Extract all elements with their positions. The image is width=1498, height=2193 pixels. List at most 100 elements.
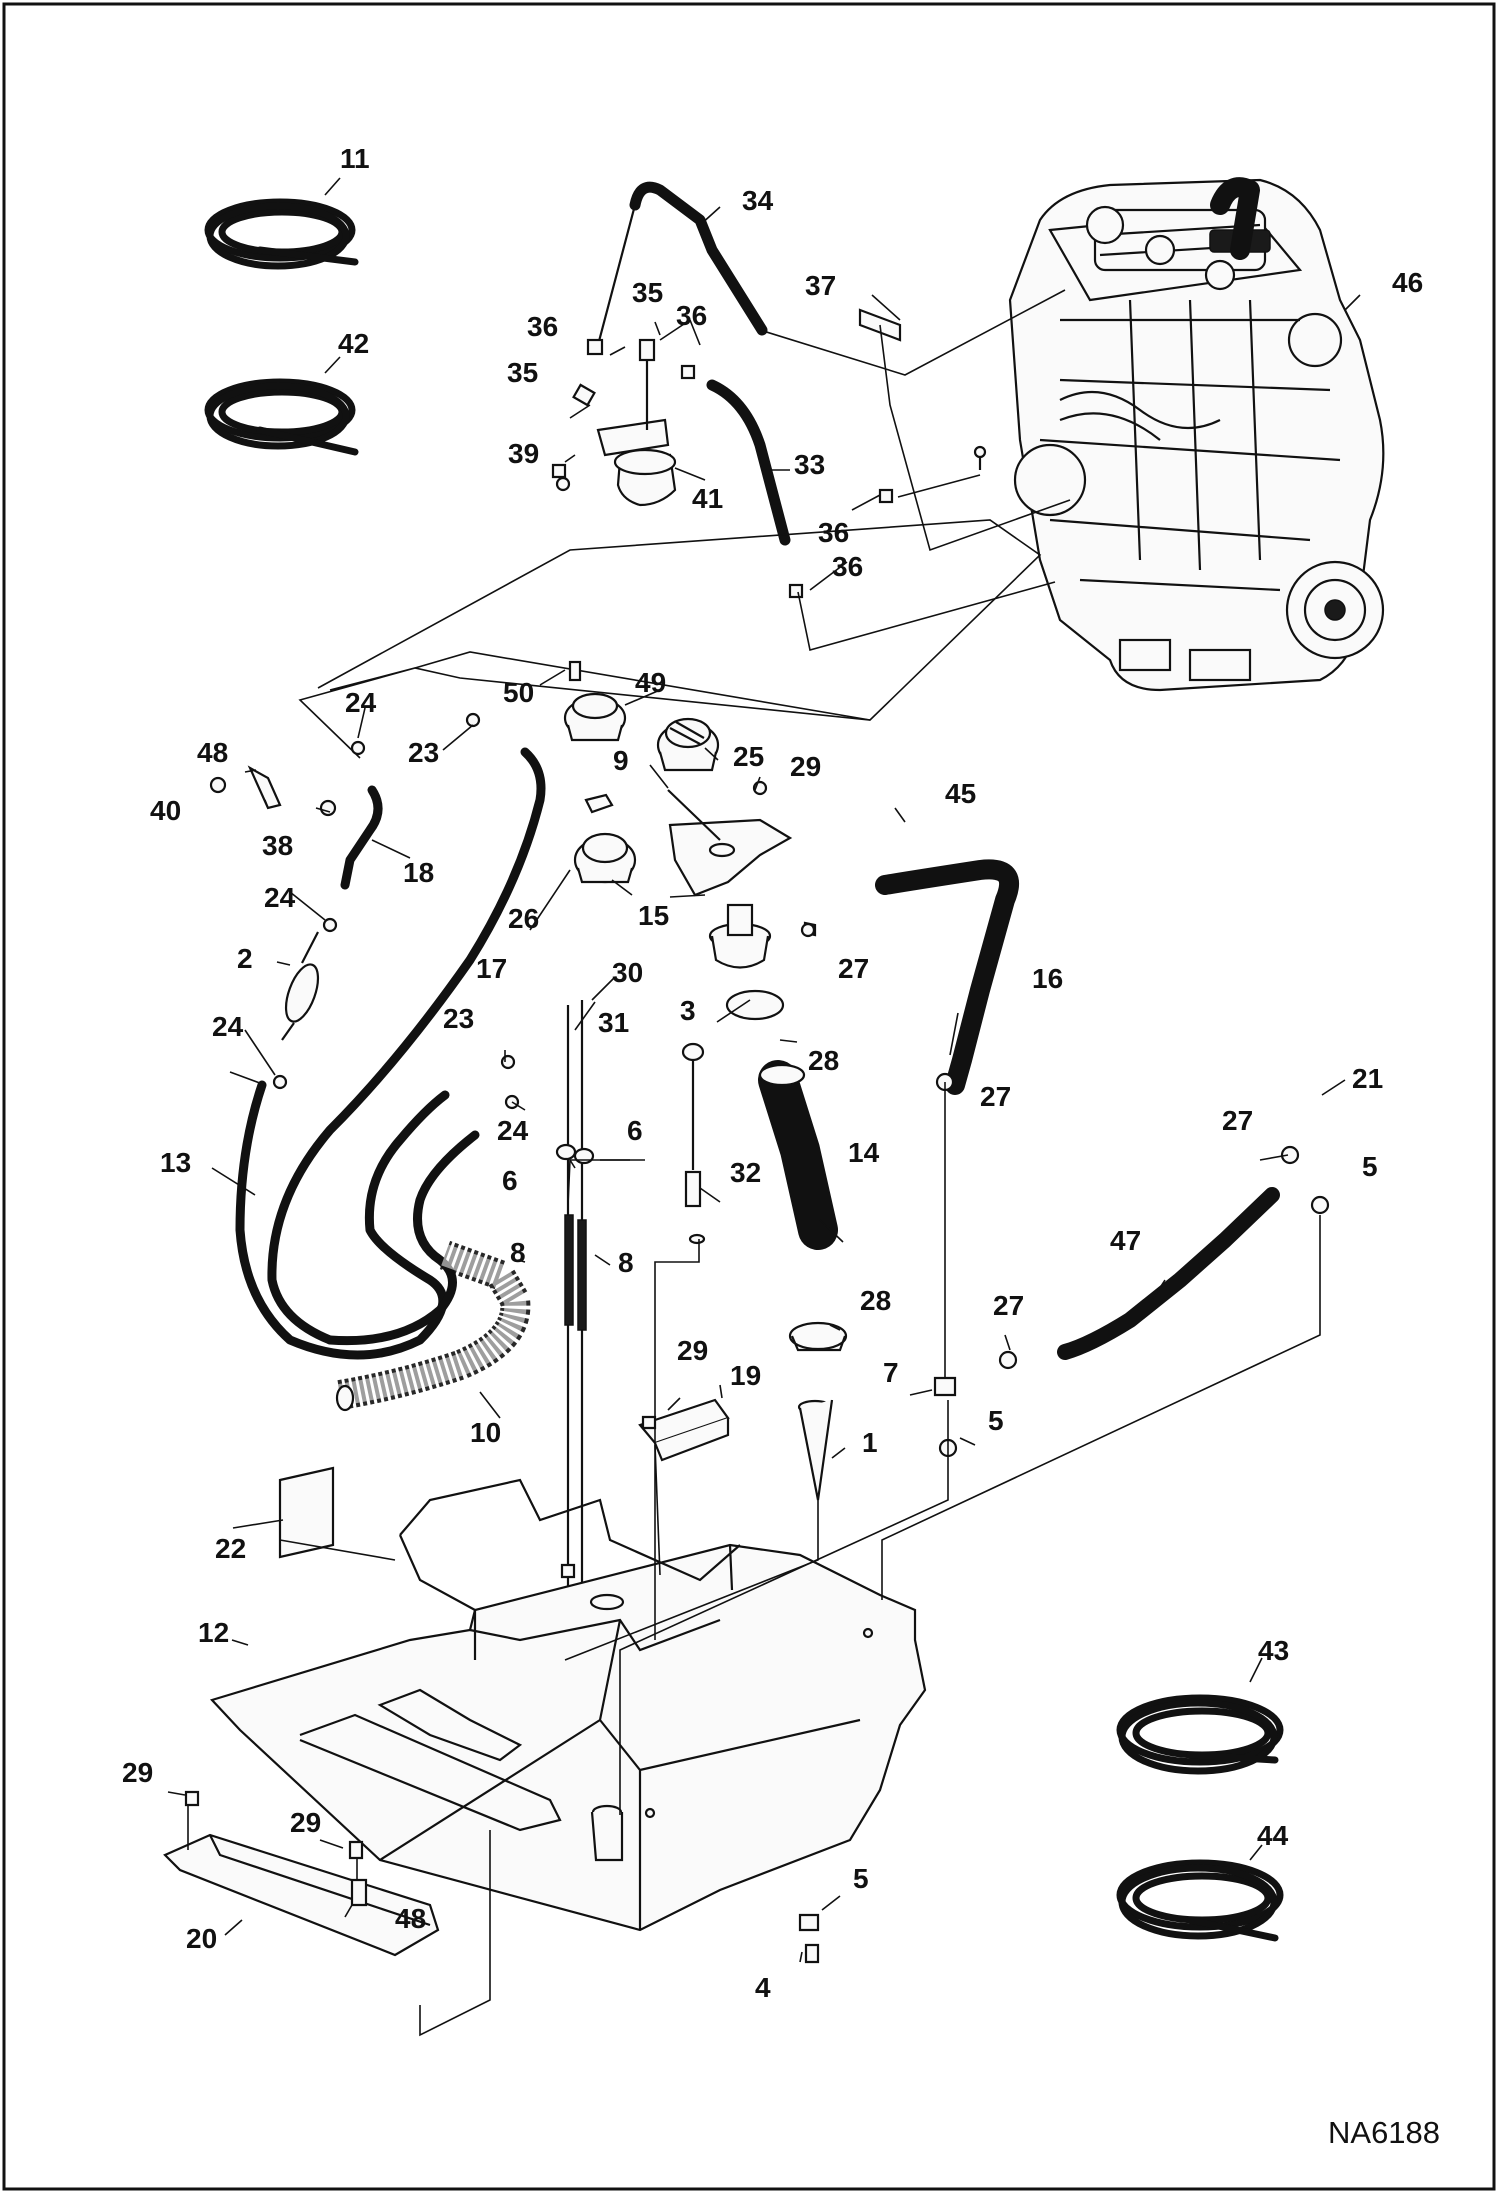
callout-12: 12: [198, 1617, 229, 1648]
callout-27: 27: [838, 953, 869, 984]
callout-24: 24: [497, 1115, 529, 1146]
key-50: [568, 660, 582, 682]
callout-8: 8: [510, 1237, 526, 1268]
callout-22: 22: [215, 1533, 246, 1564]
callout-47: 47: [1110, 1225, 1141, 1256]
callout-28: 28: [860, 1285, 891, 1316]
callout-1: 1: [862, 1427, 878, 1458]
callout-29: 29: [122, 1757, 153, 1788]
callout-44: 44: [1257, 1820, 1289, 1851]
hose-34: [596, 181, 768, 346]
callout-50: 50: [503, 677, 534, 708]
callout-30: 30: [612, 957, 643, 988]
callout-32: 32: [730, 1157, 761, 1188]
callout-4: 4: [755, 1972, 771, 2003]
callout-11: 11: [340, 143, 370, 174]
callout-35: 35: [632, 277, 663, 308]
callout-5: 5: [1362, 1151, 1378, 1182]
fuel-tank-12: [209, 1478, 927, 1932]
callout-labels: 11 42 34 35 36 36 37 46 35 39 41 33 36 3…: [122, 143, 1440, 2150]
callout-6: 6: [502, 1165, 518, 1196]
leader-lines: [167, 177, 1361, 2037]
callout-24: 24: [212, 1011, 244, 1042]
callout-7: 7: [883, 1357, 899, 1388]
callout-28: 28: [808, 1045, 839, 1076]
callout-20: 20: [186, 1923, 217, 1954]
filler-bracket-15: [667, 789, 793, 897]
callout-25: 25: [733, 741, 764, 772]
callout-13: 13: [160, 1147, 191, 1178]
callout-19: 19: [730, 1360, 761, 1391]
filler-hose-14: [758, 1060, 838, 1250]
hose-coil-11: [204, 198, 359, 270]
callout-5: 5: [853, 1863, 869, 1894]
callout-17: 17: [476, 953, 507, 984]
callout-21: 21: [1352, 1063, 1383, 1094]
hose-17: [267, 747, 546, 1346]
callout-29: 29: [290, 1807, 321, 1838]
hose-coil-43: [1116, 1694, 1284, 1775]
callout-24: 24: [264, 882, 296, 913]
vent-hose-16: [875, 859, 1019, 1095]
pickup-tubes: [555, 1000, 595, 1620]
callout-29: 29: [790, 751, 821, 782]
callout-49: 49: [635, 667, 666, 698]
callout-33: 33: [794, 449, 825, 480]
callout-27: 27: [993, 1290, 1024, 1321]
filler-neck-3: [708, 903, 817, 1021]
callout-14: 14: [848, 1137, 880, 1168]
hose-33: [706, 379, 791, 546]
hose-coil-42: [204, 378, 359, 456]
hose-13: [235, 1080, 450, 1360]
callout-15: 15: [638, 900, 669, 931]
callout-27: 27: [1222, 1105, 1253, 1136]
callout-18: 18: [403, 857, 434, 888]
callout-34: 34: [742, 185, 774, 216]
callout-38: 38: [262, 830, 293, 861]
hose-18: [340, 785, 383, 890]
hose-coil-44: [1116, 1859, 1284, 1942]
callout-9: 9: [613, 745, 629, 776]
callout-41: 41: [692, 483, 723, 514]
inline-filter-2: [281, 931, 320, 1041]
fuel-filter-41: [596, 338, 677, 507]
callout-27: 27: [980, 1081, 1011, 1112]
callout-31: 31: [598, 1007, 629, 1038]
callout-36: 36: [818, 517, 849, 548]
clamps: [209, 712, 1300, 1370]
callout-5: 5: [988, 1405, 1004, 1436]
hose-47: [1057, 1187, 1280, 1360]
callout-36: 36: [676, 300, 707, 331]
callout-36: 36: [832, 551, 863, 582]
callout-8: 8: [618, 1247, 634, 1278]
pad-22: [278, 1466, 335, 1559]
callout-46: 46: [1392, 267, 1423, 298]
callout-6: 6: [627, 1115, 643, 1146]
callout-24: 24: [345, 687, 377, 718]
callout-37: 37: [805, 270, 836, 301]
callout-23: 23: [408, 737, 439, 768]
sender-32: [681, 1042, 706, 1245]
callout-40: 40: [150, 795, 181, 826]
drawing-code: NA6188: [1328, 2115, 1440, 2150]
callout-39: 39: [508, 438, 539, 469]
callout-29: 29: [677, 1335, 708, 1366]
callout-2: 2: [237, 943, 253, 974]
callout-42: 42: [338, 328, 369, 359]
engine-assembly: [1008, 177, 1385, 692]
bracket-19: [638, 1398, 730, 1462]
callout-23: 23: [443, 1003, 474, 1034]
fill-tube-1: [788, 1321, 848, 1501]
sleeve-10: [335, 1240, 531, 1412]
callout-48: 48: [395, 1903, 426, 1934]
cap-49: [563, 692, 627, 742]
bolts: [184, 463, 820, 1964]
tee-fitting-7: [933, 1376, 957, 1397]
cap-25: [656, 717, 720, 772]
callout-10: 10: [470, 1417, 501, 1448]
callout-3: 3: [680, 995, 696, 1026]
callout-35: 35: [507, 357, 538, 388]
